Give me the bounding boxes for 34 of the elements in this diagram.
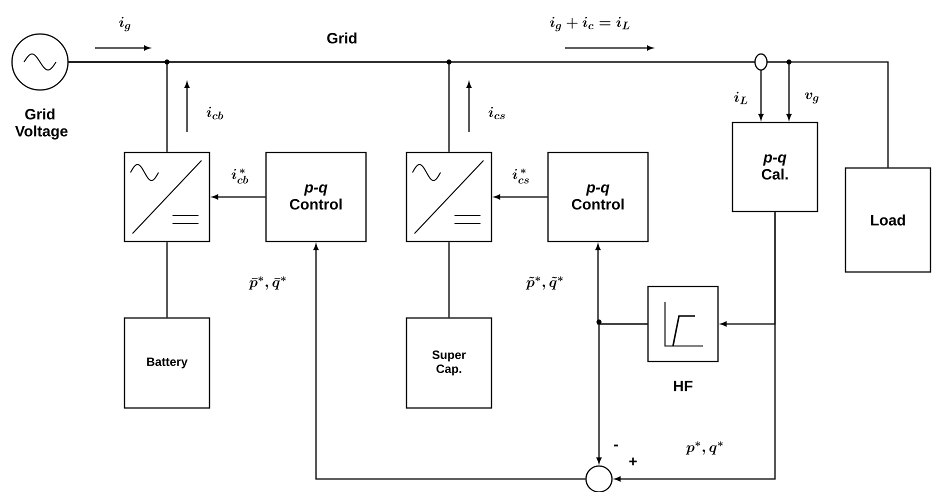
- block-box: p-q Control: [547, 152, 649, 242]
- block-box: p-q Cal.: [732, 122, 818, 212]
- edge-label: $v_{g}$: [804, 92, 818, 104]
- edge-label: $p^{*}, q^{*}$: [686, 441, 723, 455]
- connector: [596, 323, 648, 464]
- block-box: Load: [844, 167, 932, 273]
- connector: [166, 242, 168, 318]
- sign-label: +: [629, 458, 637, 466]
- connector: [68, 61, 792, 120]
- bus-label: Grid: [327, 32, 356, 44]
- connector: [614, 212, 776, 482]
- current-label: $i_{g}$: [119, 16, 130, 32]
- connector: [448, 242, 450, 318]
- filter-label: HF: [674, 380, 692, 392]
- edge-label: $i_{cb}^{\,*}$: [232, 168, 248, 184]
- block-box: Super Cap.: [406, 317, 492, 409]
- edge-label: $\tilde{p}^{*}, \tilde{q}^{*}$: [526, 276, 563, 290]
- connector: [494, 194, 548, 200]
- block-box: p-q Control: [265, 152, 367, 242]
- connector: [212, 194, 266, 200]
- converter-box: [124, 152, 210, 242]
- block-box: Battery: [124, 317, 210, 409]
- edge-label: $i_{L}$: [734, 92, 748, 104]
- summing-junction: [585, 465, 613, 492]
- current-label: $i_{g} + i_{c} = i_{L}$: [550, 16, 630, 32]
- sign-label: -: [614, 444, 618, 446]
- connector: [313, 244, 586, 480]
- converter-box: [406, 152, 492, 242]
- current-label: $i_{cs}$: [488, 106, 505, 120]
- source-label: Grid Voltage: [15, 108, 68, 140]
- connector: [758, 69, 764, 120]
- edge-label: $\bar{p}^{*}, \bar{q}^{*}$: [248, 276, 286, 290]
- current-label: $i_{cb}$: [206, 106, 224, 120]
- edge-label: $i_{cs}^{\,*}$: [512, 168, 529, 184]
